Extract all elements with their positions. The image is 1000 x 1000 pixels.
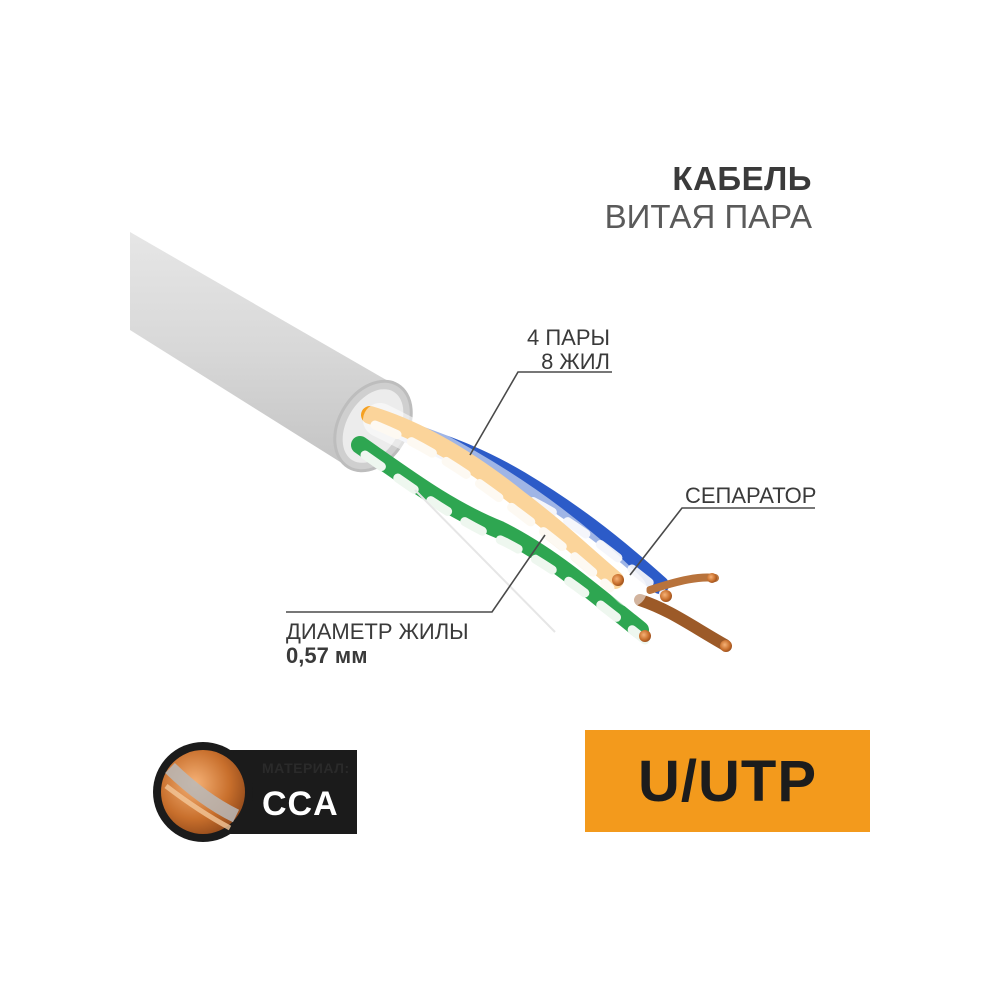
- wires-count: 8 ЖИЛ: [541, 349, 610, 374]
- material-label: МАТЕРИАЛ:: [262, 760, 350, 776]
- callout-separator: СЕПАРАТОР: [685, 483, 817, 508]
- cable-sheath: [130, 232, 413, 473]
- callout-pairs: 4 ПАРЫ 8 ЖИЛ: [470, 326, 610, 374]
- leader-lines: [286, 371, 815, 613]
- leader-pairs: [469, 371, 612, 456]
- product-title: КАБЕЛЬ ВИТАЯ ПАРА: [605, 160, 812, 236]
- diameter-label: ДИАМЕТР ЖИЛЫ: [286, 619, 469, 644]
- material-value: CCA: [262, 785, 339, 823]
- pairs-count: 4 ПАРЫ: [527, 325, 610, 350]
- twisted-pairs: [351, 403, 732, 652]
- leader-separator: [629, 507, 815, 576]
- cable-type-label: U/UTP: [638, 748, 817, 814]
- material-badge-graphic: [153, 742, 357, 842]
- cable-type-badge: U/UTP: [585, 730, 870, 832]
- diameter-value: 0,57 мм: [286, 643, 368, 668]
- title-line2: ВИТАЯ ПАРА: [604, 198, 812, 235]
- title-line1: КАБЕЛЬ: [672, 160, 812, 197]
- leader-diameter: [286, 534, 546, 613]
- callout-diameter: ДИАМЕТР ЖИЛЫ 0,57 мм: [286, 620, 469, 668]
